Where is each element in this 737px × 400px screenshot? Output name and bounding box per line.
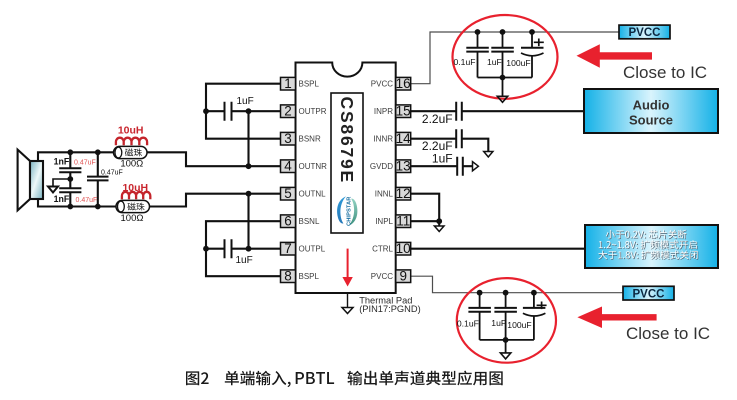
- svg-text:1nF: 1nF: [54, 157, 70, 167]
- svg-text:BSPL: BSPL: [299, 80, 320, 89]
- svg-text:CS8679E: CS8679E: [337, 97, 357, 185]
- svg-text:1: 1: [284, 76, 292, 91]
- svg-text:15: 15: [396, 104, 411, 119]
- svg-text:PVCC: PVCC: [629, 27, 661, 39]
- svg-text:1uF: 1uF: [237, 96, 254, 107]
- svg-text:Thermal Pad: Thermal Pad: [359, 296, 412, 306]
- svg-text:INNL: INNL: [375, 190, 394, 199]
- svg-text:13: 13: [396, 159, 411, 174]
- svg-text:PVCC: PVCC: [371, 80, 393, 89]
- svg-text:Source: Source: [629, 113, 673, 128]
- svg-text:5: 5: [284, 186, 292, 201]
- svg-text:16: 16: [396, 76, 411, 91]
- svg-text:8: 8: [284, 269, 292, 284]
- svg-text:0.1uF: 0.1uF: [454, 57, 476, 67]
- svg-text:GVDD: GVDD: [370, 162, 393, 171]
- svg-text:1uF: 1uF: [236, 255, 253, 266]
- svg-text:1uF: 1uF: [432, 152, 453, 166]
- svg-text:CHIPSTAR: CHIPSTAR: [346, 197, 352, 226]
- svg-text:PVCC: PVCC: [633, 288, 665, 300]
- svg-text:10: 10: [396, 241, 411, 256]
- svg-text:10uH: 10uH: [122, 182, 148, 194]
- svg-text:INPR: INPR: [374, 107, 393, 116]
- svg-text:(PIN17:PGND): (PIN17:PGND): [359, 304, 420, 314]
- svg-text:14: 14: [396, 131, 412, 146]
- svg-text:Close to IC: Close to IC: [623, 63, 707, 82]
- svg-text:0.47uF: 0.47uF: [76, 197, 98, 204]
- svg-text:100uF: 100uF: [507, 320, 531, 330]
- svg-text:2: 2: [284, 104, 292, 119]
- svg-text:100uF: 100uF: [506, 58, 530, 68]
- svg-text:7: 7: [284, 241, 292, 256]
- svg-text:PVCC: PVCC: [371, 272, 393, 281]
- svg-text:10uH: 10uH: [118, 125, 144, 137]
- svg-text:3: 3: [284, 131, 292, 146]
- svg-text:0.1uF: 0.1uF: [457, 318, 479, 328]
- svg-text:OUTPR: OUTPR: [299, 107, 327, 116]
- svg-text:11: 11: [396, 214, 410, 229]
- svg-text:BSPL: BSPL: [299, 272, 320, 281]
- svg-text:OUTNR: OUTNR: [299, 162, 328, 171]
- svg-text:Audio: Audio: [633, 98, 670, 113]
- svg-text:2.2uF: 2.2uF: [422, 139, 453, 153]
- svg-text:0.47uF: 0.47uF: [74, 159, 96, 166]
- svg-text:OUTPL: OUTPL: [299, 245, 326, 254]
- svg-text:9: 9: [399, 269, 407, 284]
- svg-text:0.47uF: 0.47uF: [101, 169, 123, 176]
- svg-text:INNR: INNR: [373, 135, 393, 144]
- svg-text:INPL: INPL: [375, 217, 393, 226]
- svg-text:12: 12: [396, 186, 411, 201]
- svg-text:CTRL: CTRL: [372, 245, 393, 254]
- svg-text:2.2uF: 2.2uF: [422, 112, 453, 126]
- svg-text:BSNL: BSNL: [299, 217, 320, 226]
- svg-text:OUTNL: OUTNL: [299, 190, 327, 199]
- svg-text:BSNR: BSNR: [299, 135, 321, 144]
- svg-text:1uF: 1uF: [487, 57, 502, 67]
- svg-text:1nF: 1nF: [54, 194, 70, 204]
- svg-text:6: 6: [284, 214, 292, 229]
- svg-text:100Ω: 100Ω: [120, 159, 143, 170]
- svg-text:4: 4: [284, 159, 292, 174]
- svg-text:1uF: 1uF: [491, 318, 506, 328]
- svg-text:Close to IC: Close to IC: [626, 324, 710, 343]
- svg-text:100Ω: 100Ω: [121, 213, 144, 224]
